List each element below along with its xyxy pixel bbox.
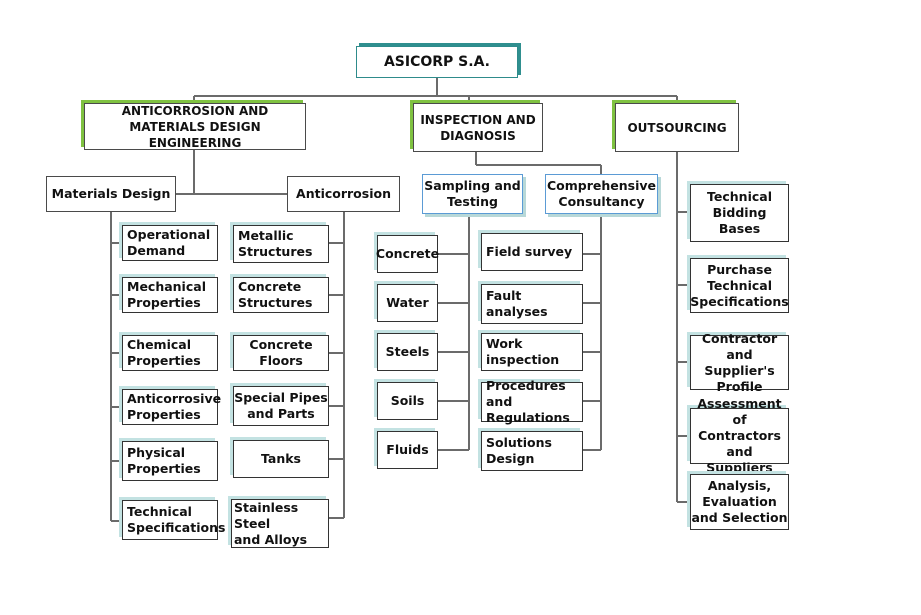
anticorrosion-item: Special Pipes and Parts <box>233 386 329 426</box>
subhead-anticorrosion: Anticorrosion <box>287 176 400 212</box>
root-company: ASICORP S.A. <box>356 46 518 78</box>
outsourcing-item: Contractor and Supplier's Profile <box>690 331 789 394</box>
subhead-materials-design: Materials Design <box>46 176 176 212</box>
materials-item: Chemical Properties <box>122 335 218 371</box>
consultancy-item: Field survey <box>481 233 583 271</box>
consultancy-item: Work inspection <box>481 333 583 371</box>
sampling-item: Concrete <box>376 235 439 273</box>
sampling-item: Steels <box>377 333 438 371</box>
materials-item: Anticorrosive Properties <box>122 389 221 425</box>
outsourcing-item: Purchase Technical Specifications <box>690 258 789 313</box>
division-outsourcing: OUTSOURCING <box>615 103 739 152</box>
sampling-item: Water <box>377 284 438 322</box>
materials-item: Physical Properties <box>122 441 218 481</box>
outsourcing-item: Assessment of Contractors and Suppliers <box>690 396 789 475</box>
anticorrosion-item: Stainless Steel and Alloys <box>231 499 329 548</box>
materials-item: Technical Specifications <box>122 500 225 540</box>
materials-item: Operational Demand <box>122 225 218 261</box>
materials-item: Mechanical Properties <box>122 277 218 313</box>
division-inspection: INSPECTION AND DIAGNOSIS <box>413 103 543 152</box>
subhead-comprehensive-consultancy: Comprehensive Consultancy <box>545 174 658 214</box>
sampling-item: Fluids <box>377 431 438 469</box>
anticorrosion-item: Concrete Floors <box>233 335 329 371</box>
outsourcing-item: Analysis, Evaluation and Selection <box>690 474 789 530</box>
division-anticorrosion-materials: ANTICORROSION AND MATERIALS DESIGN ENGIN… <box>84 103 306 150</box>
anticorrosion-item: Metallic Structures <box>233 225 329 263</box>
subhead-sampling-testing: Sampling and Testing <box>422 174 523 214</box>
consultancy-item: Fault analyses <box>481 284 583 324</box>
anticorrosion-item: Concrete Structures <box>233 277 329 313</box>
consultancy-item: Procedures and Regulations <box>481 378 583 425</box>
anticorrosion-item: Tanks <box>233 440 329 478</box>
sampling-item: Soils <box>377 382 438 420</box>
outsourcing-item: Technical Bidding Bases <box>690 184 789 242</box>
consultancy-item: Solutions Design <box>481 431 583 471</box>
